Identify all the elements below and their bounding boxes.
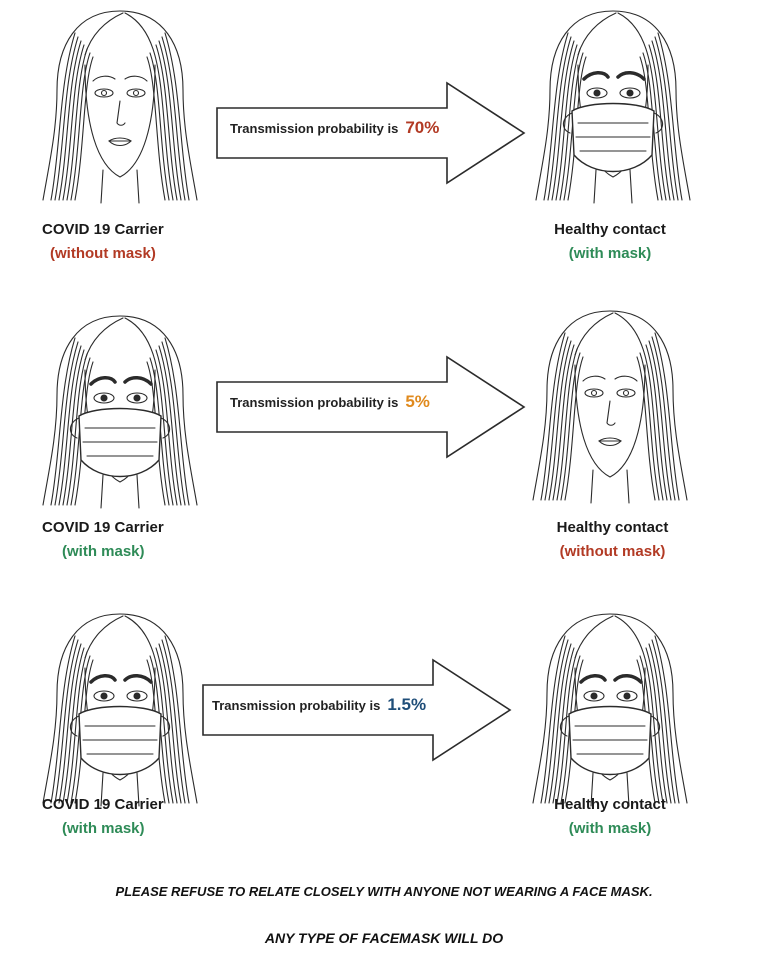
arrow-label: Transmission probability is <box>230 395 399 410</box>
carrier-title: COVID 19 Carrier <box>42 221 164 238</box>
contact-face-masked <box>528 5 698 205</box>
contact-label: Healthy contact (with mask) <box>540 218 680 266</box>
arrow-label: Transmission probability is <box>212 698 381 713</box>
arrow-shape-icon <box>216 81 526 185</box>
contact-title: Healthy contact <box>556 519 669 536</box>
carrier-face-unmasked <box>35 5 205 205</box>
scenario-row-2: Transmission probability is 5% COVID 19 … <box>0 300 768 600</box>
contact-face-masked <box>525 608 695 808</box>
transmission-percent: 5% <box>405 392 430 411</box>
contact-face-unmasked <box>525 305 695 505</box>
carrier-label: COVID 19 Carrier (with mask) <box>42 516 164 564</box>
contact-label: Healthy contact (with mask) <box>540 793 680 841</box>
scenario-row-1: Transmission probability is 70% COVID 19… <box>0 0 768 300</box>
contact-mask-status: (without mask) <box>559 543 666 560</box>
contact-label: Healthy contact (without mask) <box>540 516 685 564</box>
face-illustration-icon <box>42 10 198 204</box>
transmission-percent: 1.5% <box>387 695 427 714</box>
carrier-title: COVID 19 Carrier <box>42 796 164 813</box>
contact-title: Healthy contact <box>554 796 666 813</box>
carrier-face-masked <box>35 310 205 510</box>
contact-mask-status: (with mask) <box>568 820 652 837</box>
arrow-label: Transmission probability is <box>230 121 399 136</box>
transmission-arrow: Transmission probability is 5% <box>212 352 532 462</box>
contact-title: Healthy contact <box>554 221 666 238</box>
face-illustration-icon <box>532 310 688 504</box>
carrier-label: COVID 19 Carrier (with mask) <box>42 793 164 841</box>
carrier-mask-status: (with mask) <box>62 820 145 837</box>
face-illustration-icon <box>535 10 691 204</box>
scenario-row-3: Transmission probability is 1.5% COVID 1… <box>0 600 768 850</box>
face-illustration-icon <box>532 613 688 807</box>
carrier-mask-status: (without mask) <box>50 245 156 262</box>
carrier-title: COVID 19 Carrier <box>42 519 164 536</box>
carrier-face-masked <box>35 608 205 808</box>
transmission-arrow: Transmission probability is 70% <box>212 78 532 188</box>
arrow-shape-icon <box>202 658 512 762</box>
contact-mask-status: (with mask) <box>568 245 652 262</box>
footer-note: ANY TYPE OF FACEMASK WILL DO <box>264 930 504 946</box>
face-illustration-icon <box>42 315 198 509</box>
carrier-mask-status: (with mask) <box>62 543 145 560</box>
transmission-arrow: Transmission probability is 1.5% <box>198 655 518 765</box>
arrow-shape-icon <box>216 355 526 459</box>
carrier-label: COVID 19 Carrier (without mask) <box>42 218 164 266</box>
transmission-percent: 70% <box>405 118 440 137</box>
footer-warning: PLEASE REFUSE TO RELATE CLOSELY WITH ANY… <box>115 884 653 899</box>
face-illustration-icon <box>42 613 198 807</box>
